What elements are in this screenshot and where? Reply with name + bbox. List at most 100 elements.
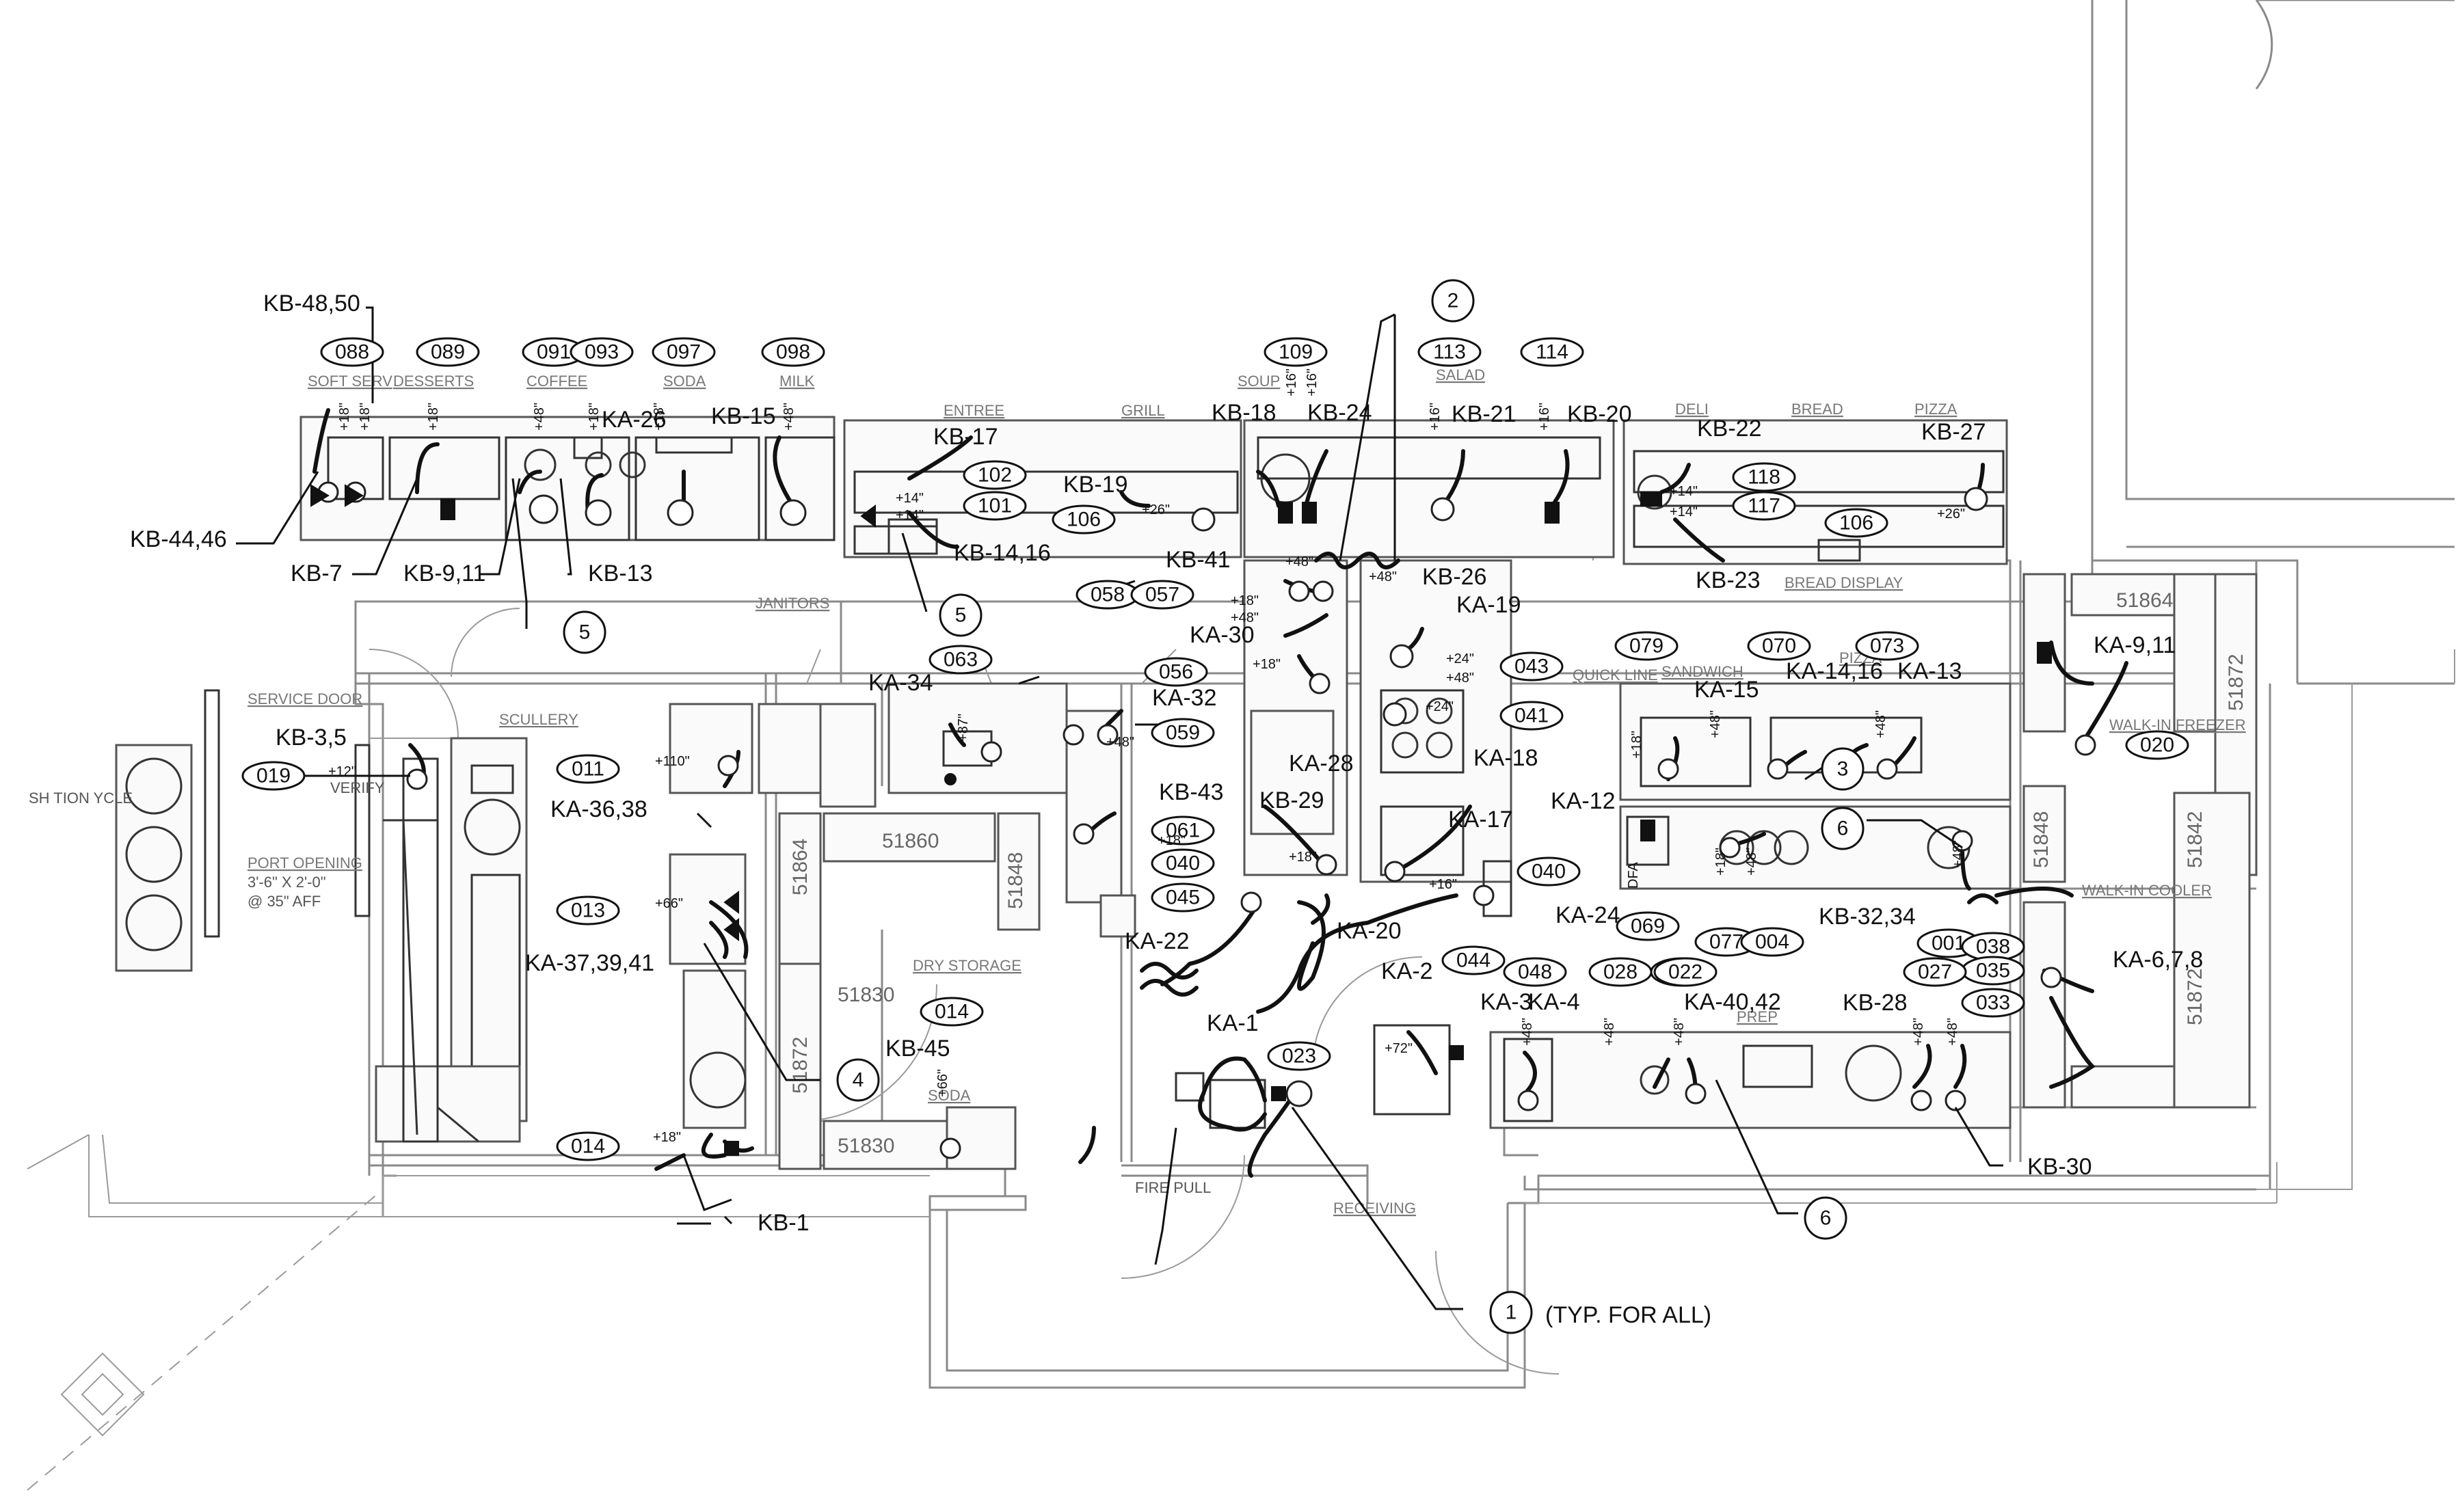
equipment-number: 51864 bbox=[2116, 589, 2173, 612]
room-soft-serve: SOFT SERV bbox=[308, 373, 392, 390]
tag-outline bbox=[1499, 701, 1564, 731]
keynote-number: 1 bbox=[1506, 1301, 1517, 1324]
keynote-circle bbox=[1489, 1291, 1533, 1334]
mounting-height: +12" bbox=[328, 764, 356, 779]
circuit-callout: KA-6,7,8 bbox=[2113, 947, 2203, 973]
mounting-height: +18" bbox=[1253, 657, 1281, 672]
mounting-height: +48" bbox=[1446, 671, 1474, 686]
circuit-tag: 048 bbox=[1503, 957, 1567, 987]
tag-label: 118 bbox=[1748, 466, 1780, 489]
mounting-height: +18" bbox=[337, 403, 352, 431]
tag-label: 038 bbox=[1976, 936, 2010, 958]
tag-outline bbox=[570, 337, 634, 367]
tag-label: 011 bbox=[572, 758, 604, 781]
circuit-callout: KB-1 bbox=[758, 1210, 810, 1236]
keynote-circle bbox=[836, 1058, 880, 1102]
equipment-number: 51848 bbox=[1004, 852, 1027, 909]
equipment-number: 51848 bbox=[2030, 811, 2053, 868]
mounting-height: +48" bbox=[1744, 848, 1759, 876]
tag-label: 097 bbox=[667, 341, 701, 364]
circuit-tag: 023 bbox=[1267, 1041, 1331, 1071]
circuit-tag: 043 bbox=[1499, 651, 1564, 681]
keynote-circle bbox=[1431, 279, 1475, 323]
circuit-callout: KA-13 bbox=[1897, 658, 1962, 684]
keynote-number: 3 bbox=[1837, 758, 1849, 781]
circuit-tag: 028 bbox=[1588, 957, 1653, 987]
keynote-marker: 5 bbox=[939, 593, 983, 637]
circuit-tag: 022 bbox=[1653, 957, 1718, 987]
tag-outline bbox=[1151, 815, 1215, 846]
equipment-number: 51864 bbox=[789, 839, 812, 895]
keynote-number: 6 bbox=[1820, 1207, 1832, 1230]
circuit-tag: 097 bbox=[652, 337, 716, 367]
room-walk-in-cooler: WALK-IN COOLER bbox=[2082, 882, 2212, 899]
tag-label: 035 bbox=[1976, 960, 2010, 982]
circuit-tag: 101 bbox=[963, 491, 1027, 521]
tag-label: 041 bbox=[1514, 705, 1549, 727]
keynote-marker: 2 bbox=[1431, 279, 1475, 323]
mounting-height: +14" bbox=[1670, 504, 1698, 519]
circuit-callout: KB-14,16 bbox=[954, 540, 1051, 566]
mounting-height: +14" bbox=[896, 508, 924, 523]
equipment-number: 51872 bbox=[2184, 969, 2206, 1025]
mounting-height: +48" bbox=[1285, 554, 1313, 569]
circuit-tag: 014 bbox=[920, 997, 984, 1027]
tag-label: 058 bbox=[1091, 584, 1125, 606]
keynote-number: 2 bbox=[1447, 290, 1459, 312]
tag-outline bbox=[556, 1131, 620, 1161]
keynote-marker: 1 bbox=[1489, 1291, 1533, 1334]
circuit-tag: 114 bbox=[1520, 337, 1584, 367]
port-size: 3'-6" X 2'-0" bbox=[248, 874, 326, 891]
verify-label: VERIFY bbox=[330, 779, 385, 796]
circuit-tag: 056 bbox=[1144, 657, 1208, 687]
tag-outline bbox=[1855, 631, 1919, 661]
circuit-callout: KB-27 bbox=[1921, 419, 1986, 445]
room-coffee: COFFEE bbox=[526, 373, 587, 390]
height-notes: +18" +18" +18" +48" +18" +18" +48" +14" +14" +26"… bbox=[328, 368, 1966, 1145]
circuit-callout: KB-15 bbox=[711, 403, 776, 429]
room-soda: SODA bbox=[663, 373, 706, 390]
circuit-callout: KB-32,34 bbox=[1819, 904, 1916, 930]
circuit-callout: KA-3 bbox=[1480, 989, 1532, 1015]
mounting-height: +48" bbox=[1873, 710, 1888, 738]
tag-outline bbox=[1417, 337, 1482, 367]
room-prep: PREP bbox=[1737, 1008, 1778, 1025]
mounting-height: +18" bbox=[587, 403, 602, 431]
circuit-callout: KB-24 bbox=[1307, 400, 1372, 426]
keynote-number: 6 bbox=[1837, 818, 1849, 840]
tag-outline bbox=[1441, 945, 1506, 975]
keynote-circle bbox=[1821, 747, 1865, 791]
tag-outline bbox=[1740, 927, 1804, 957]
mounting-height: +48" bbox=[1602, 1018, 1617, 1046]
mounting-height: +16" bbox=[1537, 403, 1552, 431]
tag-outline bbox=[556, 754, 620, 784]
port-aff: @ 35" AFF bbox=[248, 893, 321, 910]
tag-label: 070 bbox=[1762, 635, 1796, 658]
circuit-tag: 057 bbox=[1130, 580, 1194, 610]
room-service-door: SERVICE DOOR bbox=[248, 690, 362, 707]
fire-pull-label: FIRE PULL bbox=[1135, 1179, 1211, 1196]
circuit-callout: KA-36,38 bbox=[550, 796, 647, 822]
mounting-height: +48" bbox=[1945, 1018, 1960, 1046]
tag-label: 014 bbox=[571, 1135, 605, 1158]
circuit-tag: 040 bbox=[1151, 848, 1215, 878]
circuit-callout: KB-19 bbox=[1063, 472, 1128, 498]
mounting-height: +26" bbox=[1937, 507, 1965, 522]
circuit-tag: 093 bbox=[570, 337, 634, 367]
room-bread: BREAD bbox=[1791, 401, 1843, 418]
circuit-tag: 109 bbox=[1264, 337, 1328, 367]
circuit-callout: KB-20 bbox=[1567, 401, 1632, 427]
equipment-number: 51842 bbox=[2184, 811, 2206, 868]
tag-outline bbox=[556, 895, 620, 926]
tag-label: 013 bbox=[571, 900, 605, 922]
mounting-height: +18" bbox=[1713, 848, 1728, 876]
tag-label: 022 bbox=[1668, 961, 1702, 984]
mounting-height: +18" bbox=[426, 403, 441, 431]
circuit-tag: 118 bbox=[1732, 462, 1796, 492]
mounting-height: +48" bbox=[1231, 610, 1259, 625]
equipment-number: 51860 bbox=[882, 830, 939, 852]
mounting-height: +110" bbox=[655, 754, 690, 769]
keynote-marker: 6 bbox=[1821, 807, 1865, 850]
tag-outline bbox=[1732, 462, 1796, 492]
circuit-tag: 098 bbox=[761, 337, 825, 367]
